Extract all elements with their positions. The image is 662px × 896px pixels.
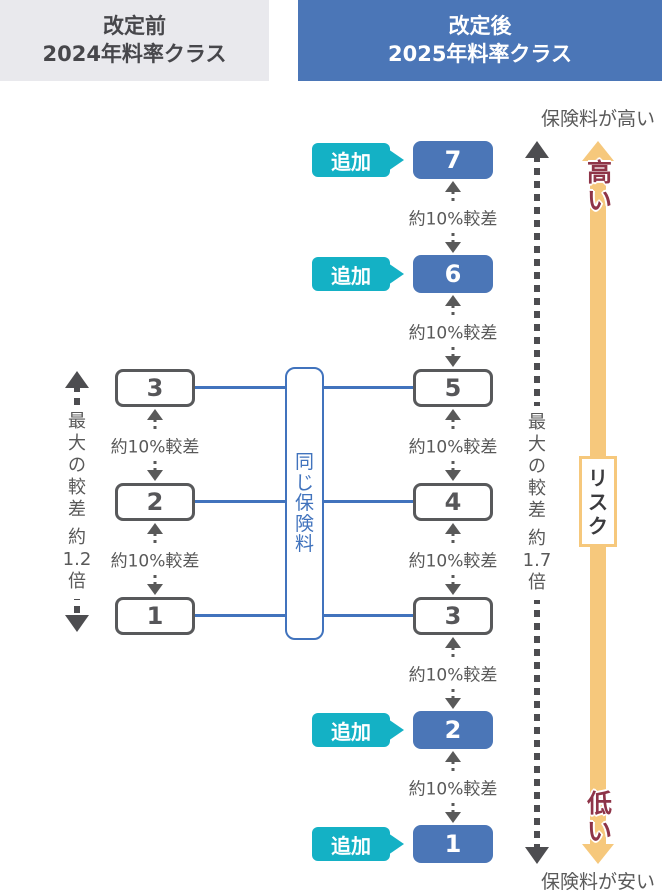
- max-gap-arrow-after: 最 大 の 較 差 約 1.7 倍: [519, 141, 555, 864]
- header-after-line1: 改定後: [448, 13, 512, 38]
- up-arrowhead-icon: [147, 523, 163, 534]
- risk-label-box: リ ス ク: [579, 456, 617, 547]
- gap-connector-after-2-1: 約10%較差: [398, 751, 508, 823]
- header-before-revision: 改定前 2024年料率クラス: [0, 0, 269, 81]
- gap-label: 約10%較差: [406, 317, 500, 345]
- gap-label: 約10%較差: [406, 431, 500, 459]
- added-badge-class-6: 追加: [312, 257, 404, 291]
- class-box-after-6: 6: [413, 255, 493, 293]
- gap-label: 約10%較差: [108, 545, 202, 573]
- header-after-line2: 2025年料率クラス: [387, 41, 573, 66]
- gap-connector-before-3-2: 約10%較差: [100, 409, 210, 481]
- class-box-after-4: 4: [413, 483, 493, 521]
- down-arrowhead-icon: [445, 242, 461, 253]
- max-gap-arrow-before: 最 大 の 較 差 約 1.2 倍: [59, 371, 95, 632]
- same-premium-line: [324, 386, 413, 389]
- gap-label: 約10%較差: [406, 773, 500, 801]
- gap-connector-after-3-2: 約10%較差: [398, 637, 508, 709]
- gap-connector-after-4-3: 約10%較差: [398, 523, 508, 595]
- max-gap-label-after: 最 大 の 較 差 約 1.7 倍: [519, 405, 555, 600]
- header-after-revision: 改定後 2025年料率クラス: [298, 0, 662, 81]
- gap-label: 約10%較差: [406, 545, 500, 573]
- same-premium-line: [324, 614, 413, 617]
- added-badge-class-1: 追加: [312, 827, 404, 861]
- gap-connector-after-7-6: 約10%較差: [398, 181, 508, 253]
- risk-low-label: 低 い: [587, 789, 613, 846]
- gap-label: 約10%較差: [406, 659, 500, 687]
- gap-connector-after-6-5: 約10%較差: [398, 295, 508, 367]
- premium-low-note: 保険料が安い: [540, 871, 655, 893]
- class-box-before-3: 3: [115, 369, 195, 407]
- class-box-after-3: 3: [413, 597, 493, 635]
- down-arrowhead-icon: [445, 698, 461, 709]
- down-arrowhead-icon: [525, 847, 549, 864]
- class-box-after-7: 7: [413, 141, 493, 179]
- same-premium-line: [195, 386, 285, 389]
- added-pointer-icon: [388, 719, 404, 741]
- class-box-before-1: 1: [115, 597, 195, 635]
- header-before-line2: 2024年料率クラス: [42, 41, 227, 66]
- added-pointer-icon: [388, 149, 404, 171]
- up-arrowhead-icon: [525, 141, 549, 158]
- risk-high-label: 高 い: [587, 158, 613, 215]
- down-arrowhead-icon: [445, 584, 461, 595]
- down-arrowhead-icon: [65, 615, 89, 632]
- added-badge-class-2: 追加: [312, 713, 404, 747]
- max-gap-label-before: 最 大 の 較 差 約 1.2 倍: [59, 404, 95, 599]
- same-premium-line: [195, 614, 285, 617]
- down-arrowhead-icon: [445, 470, 461, 481]
- same-premium-label: 同 じ 保 険 料: [294, 451, 314, 556]
- up-arrowhead-icon: [65, 371, 89, 388]
- down-arrowhead-icon: [445, 356, 461, 367]
- up-arrowhead-icon: [147, 409, 163, 420]
- down-arrowhead-icon: [147, 584, 163, 595]
- up-arrowhead-icon: [582, 141, 614, 161]
- up-arrowhead-icon: [445, 751, 461, 762]
- up-arrowhead-icon: [445, 409, 461, 420]
- down-arrowhead-icon: [445, 812, 461, 823]
- added-pointer-icon: [388, 833, 404, 855]
- down-arrowhead-icon: [147, 470, 163, 481]
- up-arrowhead-icon: [445, 295, 461, 306]
- up-arrowhead-icon: [445, 181, 461, 192]
- gap-label: 約10%較差: [406, 203, 500, 231]
- class-box-after-2: 2: [413, 711, 493, 749]
- class-box-before-2: 2: [115, 483, 195, 521]
- added-badge-class-7: 追加: [312, 143, 404, 177]
- class-box-after-1: 1: [413, 825, 493, 863]
- same-premium-line: [195, 500, 285, 503]
- up-arrowhead-icon: [445, 523, 461, 534]
- same-premium-box: 同 じ 保 険 料: [285, 367, 324, 640]
- header-before-line1: 改定前: [103, 13, 166, 38]
- same-premium-line: [324, 500, 413, 503]
- gap-label: 約10%較差: [108, 431, 202, 459]
- risk-label: リ ス ク: [588, 465, 608, 538]
- premium-high-note: 保険料が高い: [540, 108, 655, 130]
- up-arrowhead-icon: [445, 637, 461, 648]
- class-box-after-5: 5: [413, 369, 493, 407]
- gap-connector-before-2-1: 約10%較差: [100, 523, 210, 595]
- added-pointer-icon: [388, 263, 404, 285]
- down-arrowhead-icon: [582, 844, 614, 864]
- gap-connector-after-5-4: 約10%較差: [398, 409, 508, 481]
